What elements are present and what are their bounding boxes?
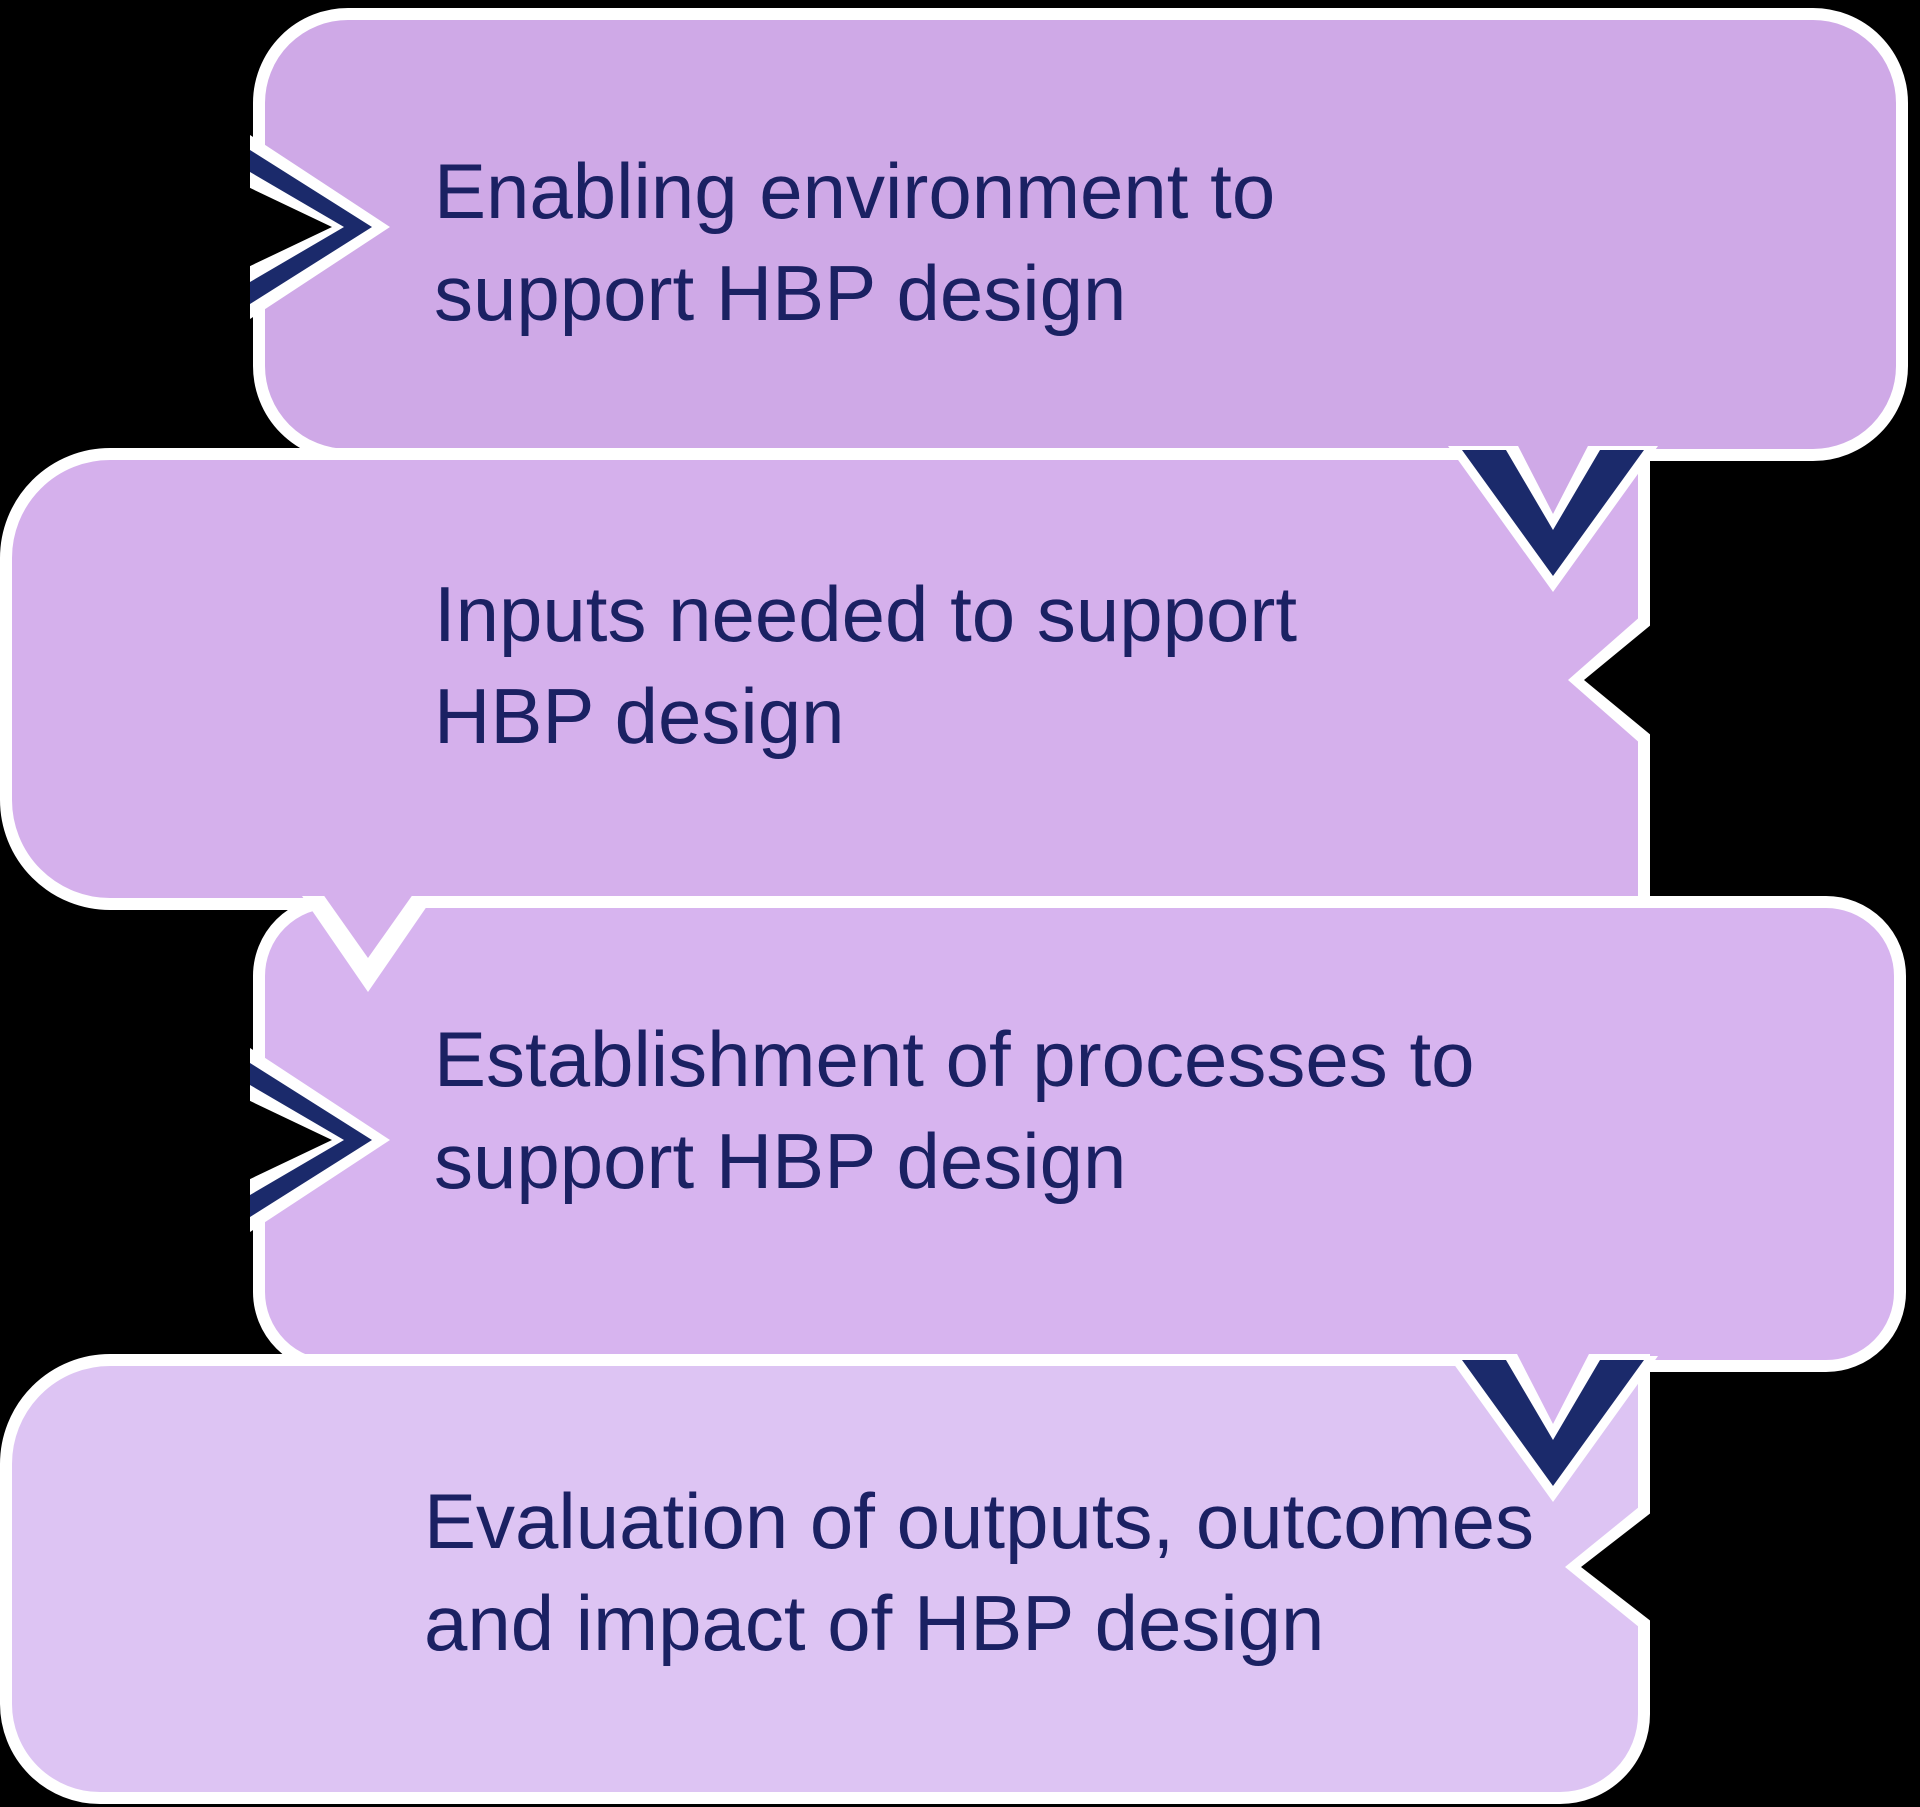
stage-label-2: Inputs needed to support HBP design (434, 570, 1297, 760)
stage-box-4 (0, 1354, 1650, 1804)
stage-box-1 (253, 8, 1908, 461)
stage-box-3 (253, 896, 1906, 1372)
stage-label-3: Establishment of processes to support HB… (434, 1015, 1475, 1205)
stage-label-1: Enabling environment to support HBP desi… (434, 147, 1276, 337)
stage-box-2 (0, 448, 1650, 910)
stage-label-4: Evaluation of outputs, outcomes and impa… (424, 1477, 1535, 1667)
